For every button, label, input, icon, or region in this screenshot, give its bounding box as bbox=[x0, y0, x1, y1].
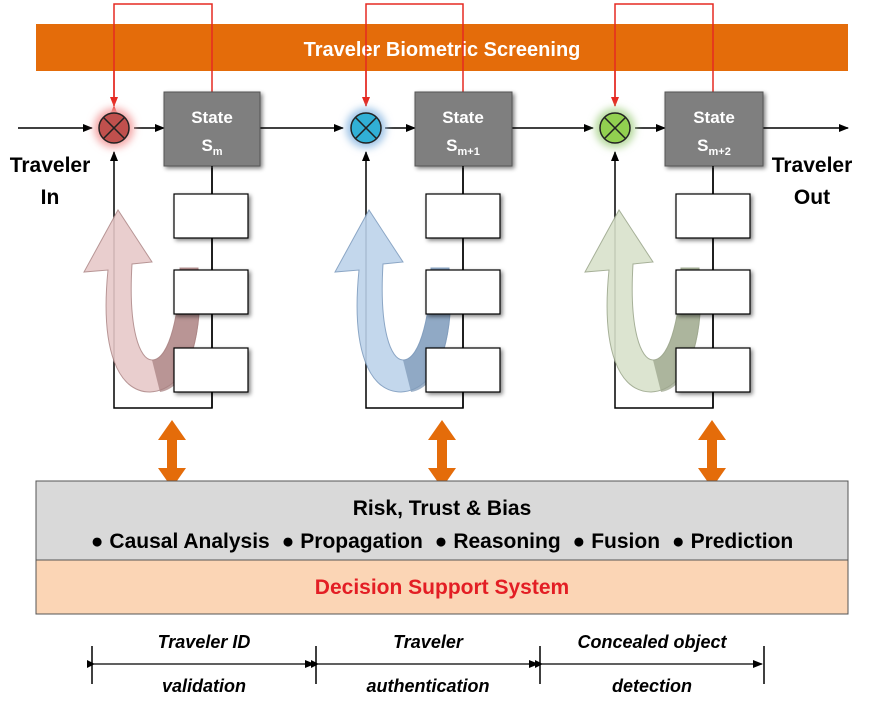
state-label: State bbox=[442, 108, 484, 127]
process-box bbox=[425, 269, 501, 315]
state-symbol: Sm bbox=[201, 136, 222, 158]
banner-title: Traveler Biometric Screening bbox=[304, 39, 581, 61]
bullet-icon: ● bbox=[672, 530, 685, 553]
dss-top-panel bbox=[35, 480, 849, 561]
dss-items-line: ●Causal Analysis ●Propagation ●Reasoning… bbox=[91, 530, 794, 553]
process-box bbox=[173, 193, 249, 239]
process-box bbox=[675, 193, 751, 239]
state-symbol: Sm+2 bbox=[697, 136, 731, 158]
state-symbol-letter: S bbox=[697, 136, 708, 155]
dss-heading: Risk, Trust & Bias bbox=[353, 497, 532, 520]
phase-timeline: Traveler ID validation Traveler authenti… bbox=[87, 632, 765, 696]
state-symbol-index: m+2 bbox=[709, 146, 731, 158]
process-box bbox=[425, 347, 501, 393]
process-box bbox=[173, 347, 249, 393]
phase-label-line2: authentication bbox=[366, 676, 489, 696]
summing-junction-icon bbox=[350, 112, 382, 144]
stage-3: State Sm+2 bbox=[584, 3, 764, 488]
stage-2: State Sm+1 bbox=[334, 3, 513, 488]
state-symbol-letter: S bbox=[201, 136, 212, 155]
process-box bbox=[173, 269, 249, 315]
dss-item: Causal Analysis bbox=[109, 530, 269, 553]
phase-label-line2: detection bbox=[612, 676, 692, 696]
state-box bbox=[664, 91, 764, 167]
state-symbol-index: m bbox=[213, 146, 223, 158]
bullet-icon: ● bbox=[573, 530, 586, 553]
phase-label-line1: Traveler ID bbox=[158, 632, 251, 652]
banner-feedback-line bbox=[365, 3, 464, 106]
process-box bbox=[675, 269, 751, 315]
banner-feedback-line bbox=[614, 3, 714, 106]
summing-junction-icon bbox=[98, 112, 130, 144]
state-label: State bbox=[191, 108, 233, 127]
traveler-in-label-line2: In bbox=[41, 186, 60, 209]
state-symbol-letter: S bbox=[446, 136, 457, 155]
summing-junction-icon bbox=[599, 112, 631, 144]
bullet-icon: ● bbox=[435, 530, 448, 553]
double-arrow bbox=[698, 420, 726, 488]
dss-item: Fusion bbox=[591, 530, 660, 553]
phase-label-line2: validation bbox=[162, 676, 246, 696]
state-symbol-index: m+1 bbox=[458, 146, 480, 158]
state-label: State bbox=[693, 108, 735, 127]
dss-title: Decision Support System bbox=[315, 576, 569, 599]
state-box bbox=[163, 91, 261, 167]
banner-feedback-line bbox=[110, 3, 213, 115]
state-box bbox=[414, 91, 513, 167]
double-arrow bbox=[428, 420, 456, 488]
bullet-icon: ● bbox=[91, 530, 104, 553]
state-symbol: Sm+1 bbox=[446, 136, 480, 158]
phase-label-line1: Traveler bbox=[393, 632, 464, 652]
process-box bbox=[425, 193, 501, 239]
dss-item: Prediction bbox=[691, 530, 794, 553]
stage-1: State Sm bbox=[83, 3, 261, 488]
phase-label-line1: Concealed object bbox=[577, 632, 727, 652]
decision-support-panel: Risk, Trust & Bias ●Causal Analysis ●Pro… bbox=[35, 480, 849, 615]
dss-bottom-panel bbox=[35, 559, 849, 615]
dss-item: Propagation bbox=[300, 530, 423, 553]
traveler-in-label-line1: Traveler bbox=[10, 154, 91, 177]
traveler-out-label-line1: Traveler bbox=[772, 154, 853, 177]
traveler-out-label-line2: Out bbox=[794, 186, 830, 209]
double-arrow bbox=[158, 420, 186, 488]
bullet-icon: ● bbox=[282, 530, 295, 553]
dss-item: Reasoning bbox=[453, 530, 560, 553]
process-box bbox=[675, 347, 751, 393]
